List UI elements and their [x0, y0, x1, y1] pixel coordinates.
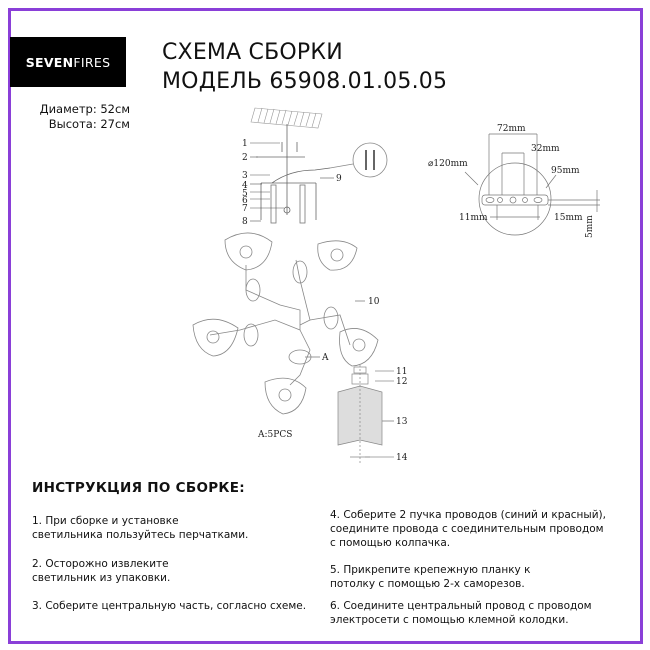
logo-light-text: FIRES [73, 54, 111, 70]
step-line: 5. Прикрепите крепежную планку к [330, 564, 531, 576]
step-line: 6. Соедините центральный провод с провод… [330, 600, 592, 612]
step-line: соедините провода с соединительным прово… [330, 523, 604, 535]
title-line-model: МОДЕЛЬ 65908.01.05.05 [162, 69, 448, 94]
dim-11mm: 11mm [459, 213, 488, 223]
a-quantity-label: A:5PCS [257, 430, 292, 440]
step-line: 4. Соберите 2 пучка проводов (синий и кр… [330, 509, 606, 521]
part-label-13: 13 [396, 417, 408, 427]
step-line: светильник из упаковки. [32, 572, 171, 584]
part-label-1: 1 [242, 139, 248, 149]
part-label-6: 6 [242, 196, 248, 206]
mounting-plate-detail-icon [464, 133, 600, 236]
step-line: светильника пользуйтесь перчатками. [32, 529, 249, 541]
part-label-7: 7 [242, 204, 248, 214]
dim-72mm: 72mm [497, 124, 526, 134]
step-line: 1. При сборке и установке [32, 515, 179, 527]
instructions-heading: ИНСТРУКЦИЯ ПО СБОРКЕ: [32, 480, 245, 496]
canopy-assembly-icon [256, 124, 388, 224]
callout-a-label: A [321, 353, 329, 363]
dim-15mm: 15mm [554, 213, 583, 223]
title-line-scheme: СХЕМА СБОРКИ [162, 40, 343, 65]
page-title: СХЕМА СБОРКИ МОДЕЛЬ 65908.01.05.05 [162, 38, 447, 96]
part-label-8: 8 [242, 217, 248, 227]
part-labels: 1 2 3 4 5 6 7 8 9 10 11 12 13 14 A A:5PC… [242, 139, 408, 463]
height-label: Высота: 27см [48, 117, 130, 131]
part-label-14: 14 [396, 453, 408, 463]
product-dimensions: Диаметр: 52см Высота: 27см [18, 102, 130, 132]
diameter-label: Диаметр: 52см [39, 102, 130, 116]
part-label-5: 5 [242, 189, 248, 199]
crystal-shade-icon [337, 365, 383, 465]
part-label-4: 4 [242, 181, 248, 191]
part-label-3: 3 [242, 171, 248, 181]
instruction-step-3: 3. Соберите центральную часть, согласно … [32, 599, 306, 613]
step-line: 3. Соберите центральную часть, согласно … [32, 600, 307, 612]
step-line: электросети с помощью клемной колодки. [330, 614, 569, 626]
step-line: 2. Осторожно извлеките [32, 558, 169, 570]
instruction-step-2: 2. Осторожно извлеките светильник из упа… [32, 557, 170, 585]
assembly-diagram: 1 2 3 4 5 6 7 8 9 10 11 12 13 14 A A:5PC… [192, 107, 600, 465]
instruction-step-1: 1. При сборке и установке светильника по… [32, 514, 248, 542]
ceiling-hatch-icon [250, 107, 323, 129]
instruction-step-5: 5. Прикрепите крепежную планку к потолку… [330, 563, 530, 591]
logo-bold-text: SEVEN [25, 54, 74, 70]
part-label-9: 9 [336, 174, 342, 184]
step-line: с помощью колпачка. [330, 537, 451, 549]
part-label-2: 2 [242, 153, 248, 163]
dim-5mm: 5mm [585, 215, 595, 238]
part-label-12: 12 [396, 377, 407, 387]
chandelier-top-view-icon [192, 232, 379, 415]
dim-95mm: 95mm [551, 166, 580, 176]
instruction-step-4: 4. Соберите 2 пучка проводов (синий и кр… [330, 508, 606, 550]
step-line: потолку с помощью 2-х саморезов. [330, 578, 525, 590]
instruction-step-6: 6. Соедините центральный провод с провод… [330, 599, 592, 627]
dim-120mm: ⌀120mm [428, 159, 468, 169]
part-label-10: 10 [368, 297, 380, 307]
page-frame [8, 8, 643, 644]
mount-dimension-labels: 72mm 32mm ⌀120mm 95mm 11mm 15mm 5mm [428, 124, 595, 238]
dim-32mm: 32mm [531, 144, 560, 154]
part-label-11: 11 [396, 367, 407, 377]
